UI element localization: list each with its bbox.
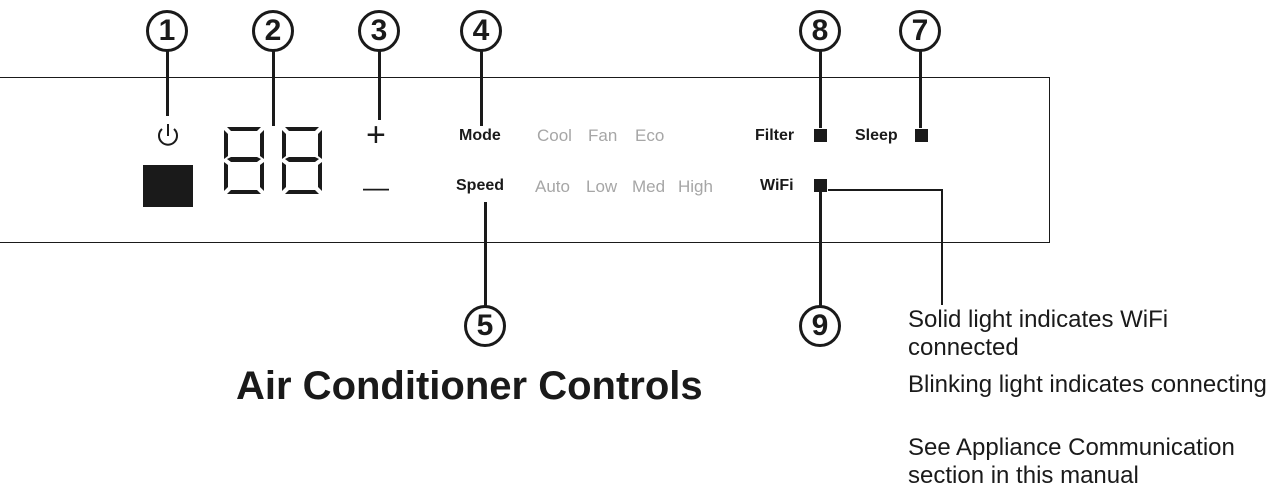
callout-8: 8 bbox=[799, 10, 841, 52]
speed-option-med: Med bbox=[632, 177, 666, 196]
mode-option-fan: Fan bbox=[588, 126, 618, 145]
filter-label[interactable]: Filter bbox=[755, 127, 795, 144]
callout-3: 3 bbox=[358, 10, 400, 52]
callout-9: 9 bbox=[799, 305, 841, 347]
callout-5-leader bbox=[484, 202, 487, 306]
callout-7: 7 bbox=[899, 10, 941, 52]
wifi-note-see-manual: See Appliance Communication section in t… bbox=[908, 434, 1235, 489]
callout-1-leader bbox=[166, 50, 169, 116]
mode-button[interactable]: Mode bbox=[459, 127, 501, 144]
callout-4-leader bbox=[480, 50, 483, 126]
speed-option-auto: Auto bbox=[535, 177, 570, 196]
callout-5: 5 bbox=[464, 305, 506, 347]
callout-7-leader bbox=[919, 50, 922, 128]
callout-8-leader bbox=[819, 50, 822, 128]
sleep-button[interactable]: Sleep bbox=[855, 127, 898, 144]
power-button[interactable] bbox=[143, 165, 193, 207]
wifi-indicator bbox=[814, 179, 827, 192]
wifi-button[interactable]: WiFi bbox=[760, 177, 794, 194]
wifi-note-blinking: Blinking light indicates connecting bbox=[908, 371, 1267, 398]
callout-2-leader bbox=[272, 50, 275, 126]
wifi-note-solid: Solid light indicates WiFi connected bbox=[908, 306, 1169, 361]
wifi-note-leader-horizontal bbox=[828, 189, 943, 191]
callout-1: 1 bbox=[146, 10, 188, 52]
filter-indicator bbox=[814, 129, 827, 142]
diagram-title: Air Conditioner Controls bbox=[236, 364, 703, 408]
plus-button[interactable]: + bbox=[366, 116, 386, 154]
speed-button[interactable]: Speed bbox=[456, 177, 505, 194]
minus-button[interactable]: — bbox=[363, 172, 389, 202]
power-icon bbox=[155, 122, 181, 150]
callout-9-leader bbox=[819, 192, 822, 306]
mode-option-eco: Eco bbox=[635, 126, 665, 145]
control-panel bbox=[0, 77, 1050, 243]
speed-option-high: High bbox=[678, 177, 713, 196]
wifi-note-leader-vertical bbox=[941, 189, 943, 305]
callout-2: 2 bbox=[252, 10, 294, 52]
mode-option-cool: Cool bbox=[537, 126, 572, 145]
sleep-indicator bbox=[915, 129, 928, 142]
seven-segment-display bbox=[220, 125, 328, 197]
callout-3-leader bbox=[378, 50, 381, 120]
callout-4: 4 bbox=[460, 10, 502, 52]
speed-option-low: Low bbox=[586, 177, 618, 196]
